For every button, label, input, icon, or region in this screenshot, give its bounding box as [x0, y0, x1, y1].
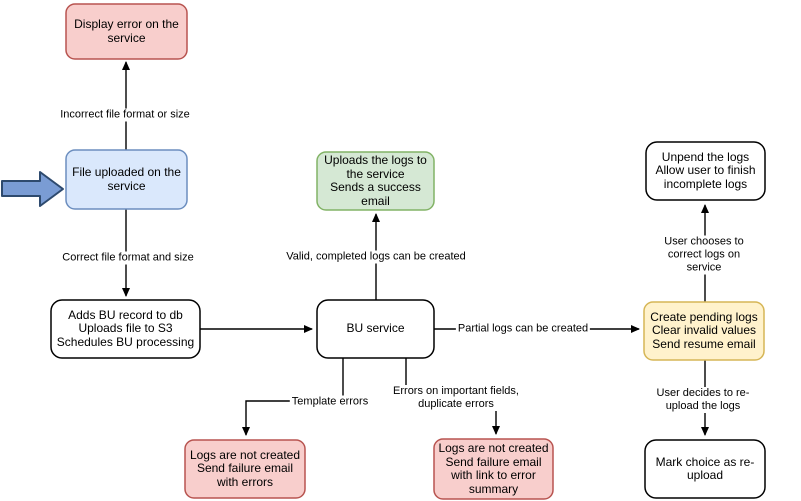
node-mark-choice-shape [644, 439, 766, 499]
node-uploads-logs-shape [316, 151, 435, 211]
node-unpend-logs-shape [645, 141, 766, 201]
edge-label-important-fields: Errors on important fields, duplicate er… [391, 385, 521, 411]
node-create-pending-shape [643, 301, 765, 361]
node-logs-failure-summary-shape [433, 438, 554, 500]
node-file-uploaded-shape [65, 149, 188, 210]
node-display-error-shape [65, 3, 188, 60]
node-adds-bu-record-shape [50, 299, 201, 359]
edge-label-incorrect-format: Incorrect file format or size [58, 108, 192, 122]
edge-label-correct-format: Correct file format and size [60, 251, 196, 265]
edge-label-user-reuploads: User decides to re-upload the logs [654, 387, 752, 413]
edge-label-valid-completed: Valid, completed logs can be created [284, 250, 468, 264]
node-bu-service-shape [316, 299, 435, 359]
input-pointer-arrow-icon [1, 171, 64, 207]
edge-label-partial-logs: Partial logs can be created [455, 322, 591, 336]
edge-label-user-corrects: User chooses to correct logs on service [655, 235, 753, 275]
node-logs-failure-errors-shape [184, 439, 306, 499]
edge-label-template-errors: Template errors [289, 395, 371, 409]
